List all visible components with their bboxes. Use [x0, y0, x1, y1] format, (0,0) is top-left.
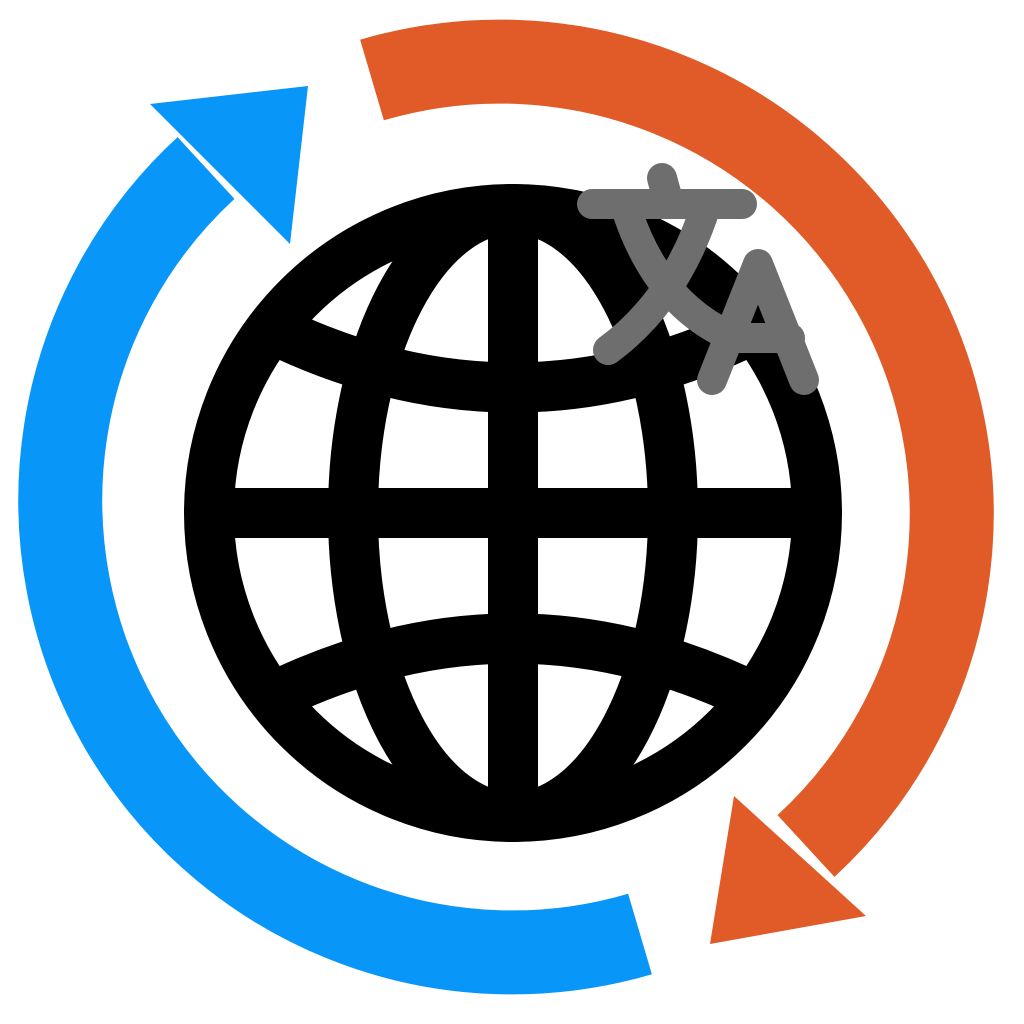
- left-refresh-arrow-icon: [18, 86, 652, 995]
- globe-icon: [184, 184, 842, 842]
- translate-glyph-icon: [577, 163, 819, 395]
- right-refresh-arrow-icon: [360, 19, 994, 944]
